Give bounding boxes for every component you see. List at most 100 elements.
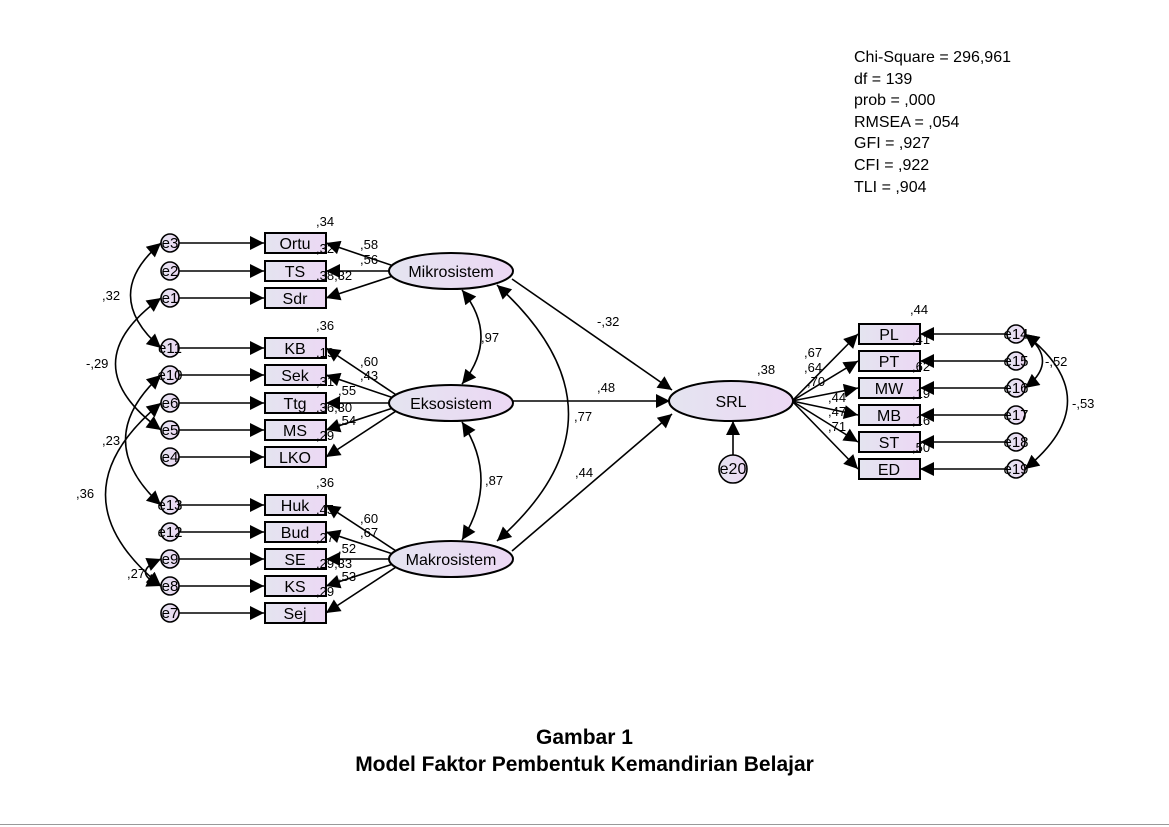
r2-srl: ,38 <box>757 362 775 377</box>
indicator-bud <box>264 521 327 543</box>
r2-label: ,44 <box>910 302 928 317</box>
error-e15 <box>1006 351 1026 371</box>
error-e19 <box>1006 459 1026 479</box>
error-e4-label: e4 <box>162 449 179 466</box>
fit-stat-line: Chi-Square = 296,961 <box>854 49 1011 66</box>
coef-mikro-srl: -,32 <box>597 314 619 329</box>
error-e17 <box>1006 405 1026 425</box>
indicator-ttg <box>264 392 327 414</box>
estimate-label: ,27 <box>316 530 334 545</box>
cov-label: -,53 <box>1072 396 1094 411</box>
estimate-label: ,52 <box>338 541 356 556</box>
cov-label: ,97 <box>481 330 499 345</box>
estimate-label: ,36 <box>316 475 334 490</box>
srl-loading-arrow <box>791 383 859 402</box>
r2-label: ,41 <box>912 332 930 347</box>
indicator-st <box>858 431 921 453</box>
loading-arrow-ekso <box>325 347 397 396</box>
cov-e10-e13 <box>124 374 162 506</box>
error-e7-label: e7 <box>162 605 179 622</box>
cov-e6-e8 <box>104 402 162 587</box>
error-e14 <box>1006 324 1026 344</box>
cov-mikro-makro <box>496 284 570 542</box>
cov-label: ,87 <box>485 473 503 488</box>
cov-e14-e19 <box>1024 333 1069 470</box>
indicator-ms <box>264 419 327 441</box>
error-e19-label: e19 <box>1003 461 1028 478</box>
error-e5-label: e5 <box>162 422 179 439</box>
indicator-sdr-label: Sdr <box>283 291 309 308</box>
error-e16-label: e16 <box>1003 380 1028 397</box>
latent-srl <box>668 380 794 422</box>
error-e3-label: e3 <box>162 235 179 252</box>
latent-makrosistem <box>388 540 514 578</box>
loading-label: ,64 <box>804 360 822 375</box>
error-e13-label: e13 <box>157 497 182 514</box>
latent-eksosistem <box>388 384 514 422</box>
fit-stat-line: df = 139 <box>854 70 913 88</box>
cov-e1-e5 <box>114 297 162 431</box>
estimate-label: ,36,30 <box>316 400 352 415</box>
estimate-label: ,53 <box>338 569 356 584</box>
error-e2-label: e2 <box>162 263 179 280</box>
indicator-ttg-label: Ttg <box>283 396 306 413</box>
indicator-mb <box>858 404 921 426</box>
cov-label: ,32 <box>102 288 120 303</box>
latent-srl-label: SRL <box>715 394 746 411</box>
error-e17-label: e17 <box>1003 407 1028 424</box>
indicator-ks-label: KS <box>284 579 305 596</box>
indicator-kb <box>264 337 327 359</box>
srl-loading-arrow <box>791 360 859 402</box>
loading-arrow-ekso <box>325 410 397 458</box>
error-e20 <box>718 454 748 484</box>
fit-stat-line: GFI = ,927 <box>854 135 931 153</box>
r2-label: ,16 <box>912 413 930 428</box>
estimate-label: ,43 <box>360 368 378 383</box>
estimate-label: ,58 <box>360 237 378 252</box>
estimate-label: ,29 <box>316 584 334 599</box>
indicator-se <box>264 548 327 570</box>
cov-label: ,23 <box>102 433 120 448</box>
estimate-label: ,29 <box>316 428 334 443</box>
estimate-label: ,31 <box>316 374 334 389</box>
latent-mikrosistem-label: Mikrosistem <box>408 264 493 281</box>
latent-makrosistem-label: Makrosistem <box>406 552 497 569</box>
r2-label: ,62 <box>912 359 930 374</box>
error-e18-label: e18 <box>1003 434 1028 451</box>
indicator-pt <box>858 350 921 372</box>
indicator-ed <box>858 458 921 480</box>
indicator-ed-label: ED <box>878 462 900 479</box>
error-e11-label: e11 <box>158 340 182 357</box>
estimate-label: ,34 <box>316 214 334 229</box>
loading-label: ,67 <box>804 345 822 360</box>
error-e10-label: e10 <box>157 367 182 384</box>
error-e1-label: e1 <box>162 290 179 307</box>
error-e5 <box>160 420 180 440</box>
fit-stat-line: CFI = ,922 <box>854 156 930 174</box>
estimate-label: ,45 <box>316 502 334 517</box>
estimate-label: ,36 <box>316 318 334 333</box>
error-e13 <box>160 495 180 515</box>
indicator-kb-label: KB <box>284 341 305 358</box>
indicator-st-label: ST <box>879 435 900 452</box>
loading-arrow-ekso <box>325 406 397 433</box>
coef-makro-srl: ,44 <box>575 465 593 480</box>
indicator-mw-label: MW <box>875 381 904 398</box>
indicator-pl-label: PL <box>879 327 899 344</box>
loading-label: ,71 <box>828 419 846 434</box>
indicator-ms-label: MS <box>283 423 307 440</box>
loading-arrow-mikro <box>325 240 397 268</box>
error-e14-label: e14 <box>1003 326 1028 343</box>
error-e9-label: e9 <box>162 551 179 568</box>
error-e12 <box>160 522 180 542</box>
path-makro-srl <box>511 413 673 552</box>
error-e1 <box>160 288 180 308</box>
estimate-label: ,56 <box>360 252 378 267</box>
error-e10 <box>160 365 180 385</box>
error-e20-label: e20 <box>720 461 747 478</box>
latent-eksosistem-label: Eksosistem <box>410 396 492 413</box>
estimate-label: ,60 <box>360 354 378 369</box>
r2-label: ,19 <box>912 386 930 401</box>
caption-subtitle: Model Faktor Pembentuk Kemandirian Belaj… <box>355 753 814 776</box>
